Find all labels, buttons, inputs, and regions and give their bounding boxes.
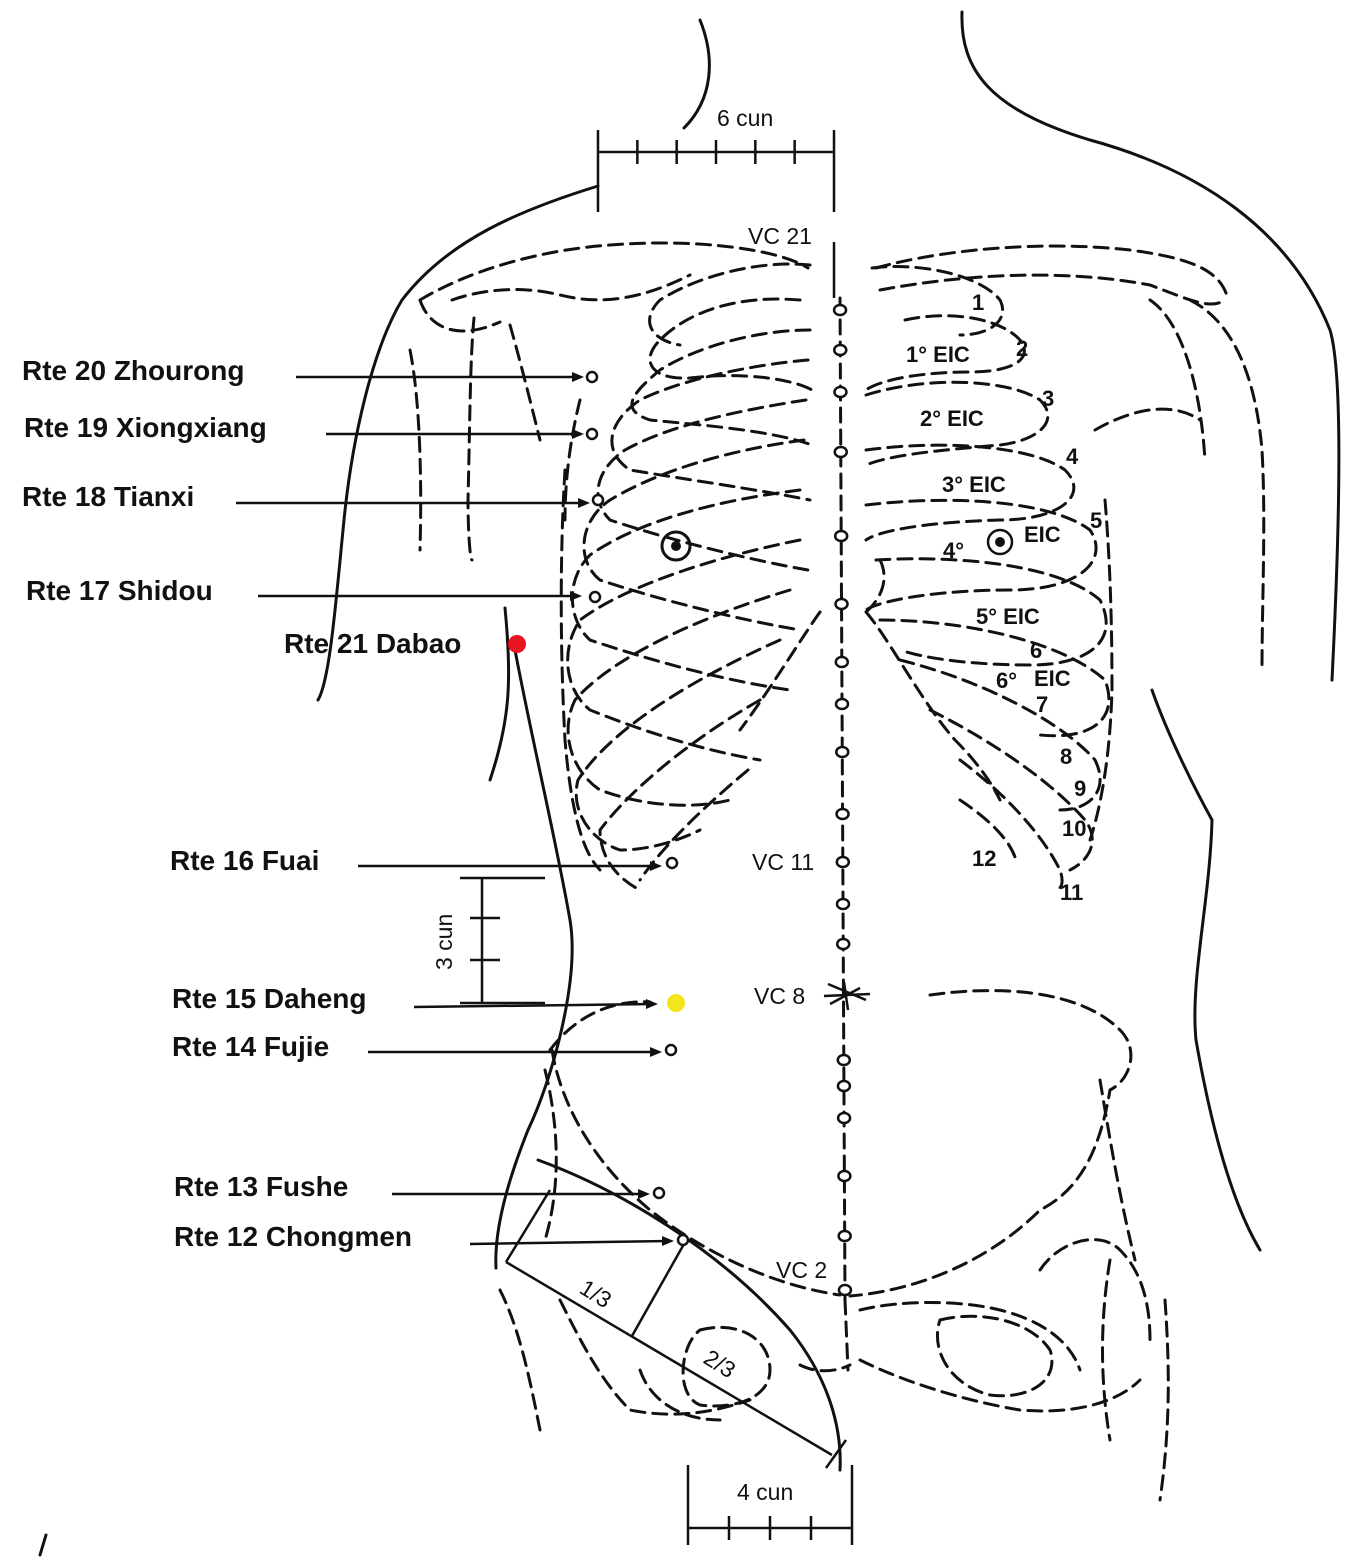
rte20-point [585, 370, 599, 384]
rte16-label: Rte 16 Fuai [170, 845, 319, 876]
rte15-arrowhead [646, 999, 658, 1009]
rte15-marker [667, 994, 685, 1012]
scale-6-cun: 6 cun [596, 105, 836, 212]
eic6-num: 6° [996, 668, 1017, 693]
rte13-point [652, 1186, 666, 1200]
rte13-arrowhead [638, 1189, 650, 1199]
midline-point [837, 1229, 852, 1243]
rte12-point [676, 1233, 690, 1247]
eic4-num: 4° [943, 538, 964, 563]
rte12-label: Rte 12 Chongmen [174, 1221, 412, 1252]
scale-top-label: 6 cun [717, 105, 773, 131]
rte20-arrowhead [572, 372, 584, 382]
midline-point [837, 1283, 853, 1297]
rte21-marker [508, 635, 526, 653]
midline-point [837, 1169, 852, 1183]
fraction-lower-label: 2/3 [699, 1344, 740, 1383]
scale-left-label: 3 cun [431, 914, 457, 970]
midline-point [832, 303, 848, 317]
rib-number: 4 [1066, 444, 1079, 469]
midline-point [835, 855, 851, 869]
rte17-arrowhead [570, 591, 582, 601]
umbilicus-star [823, 981, 871, 1011]
rib-number: 5 [1090, 508, 1102, 533]
midline-point [835, 745, 850, 759]
vc2-label: VC 2 [776, 1257, 827, 1283]
rte16-arrowhead [650, 861, 662, 871]
rte12-pointer [469, 1239, 669, 1246]
midline [832, 242, 850, 1372]
rte13-label: Rte 13 Fushe [174, 1171, 348, 1202]
rte19-arrowhead [572, 429, 584, 439]
eic4-label: EIC [1024, 522, 1061, 547]
rte17-label: Rte 17 Shidou [26, 575, 213, 606]
midline-point [836, 1111, 852, 1125]
nipple-left [660, 530, 692, 562]
scale-4-cun: 4 cun [686, 1465, 854, 1545]
eic5-label: 5° EIC [976, 604, 1040, 629]
rte18-arrowhead [578, 498, 590, 508]
skeleton-dashed [408, 241, 1266, 1502]
rte16-point [665, 856, 679, 870]
midline-point [833, 343, 848, 357]
rib-number: 9 [1074, 776, 1086, 801]
midline-point [833, 529, 849, 543]
midline-point [835, 807, 850, 821]
rib-number: 6 [1030, 638, 1042, 663]
rte17-point [588, 590, 602, 604]
nipple-right [986, 528, 1014, 556]
midline-point [835, 897, 851, 911]
rte19-point [585, 427, 599, 441]
rib-number: 8 [1060, 744, 1072, 769]
scale-3-cun: 3 cun [431, 876, 545, 1005]
rte14-arrowhead [650, 1047, 662, 1057]
midline-point [834, 597, 849, 611]
midline-point [836, 1053, 852, 1067]
eic3-label: 3° EIC [942, 472, 1006, 497]
rte18-point [591, 493, 605, 507]
midline-point [834, 697, 850, 711]
rib-number: 3 [1042, 386, 1054, 411]
scale-bottom-label: 4 cun [737, 1479, 793, 1505]
rte20-label: Rte 20 Zhourong [22, 355, 244, 386]
eic1-label: 1° EIC [906, 342, 970, 367]
rte14-label: Rte 14 Fujie [172, 1031, 329, 1062]
vc11-label: VC 11 [752, 849, 814, 875]
midline-point [835, 937, 851, 951]
eic2-label: 2° EIC [920, 406, 984, 431]
rte18-label: Rte 18 Tianxi [22, 481, 194, 512]
rte15-pointer [413, 1002, 653, 1009]
midline-point [833, 445, 849, 459]
midline-point [834, 655, 850, 669]
rib-number: 11 [1060, 880, 1083, 905]
rte14-point [664, 1043, 678, 1057]
rib-number: 10 [1062, 816, 1086, 841]
rte15-label: Rte 15 Daheng [172, 983, 367, 1014]
midline-points [823, 303, 871, 1297]
spleen-points: Rte 20 Zhourong Rte 19 Xiongxiang Rte 18… [22, 355, 690, 1252]
rib-number: 2 [1016, 336, 1028, 361]
rib-number: 1 [972, 290, 984, 315]
rte21-label: Rte 21 Dabao [284, 628, 461, 659]
rte12-arrowhead [662, 1236, 674, 1246]
vc21-label: VC 21 [748, 223, 812, 249]
eic6-label: EIC [1034, 666, 1071, 691]
rib-number: 7 [1036, 692, 1048, 717]
midline-point [836, 1079, 852, 1093]
rib-number: 12 [972, 846, 996, 871]
midline-point [833, 385, 848, 399]
vc8-label: VC 8 [754, 983, 805, 1009]
rte19-label: Rte 19 Xiongxiang [24, 412, 267, 443]
body-outline [38, 10, 1341, 1557]
